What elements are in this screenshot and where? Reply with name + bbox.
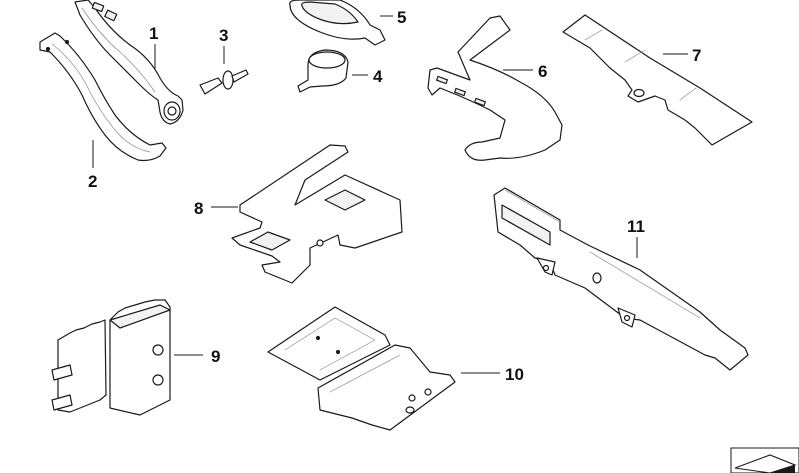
callout-5[interactable]: 5 [397,8,406,27]
callout-7[interactable]: 7 [692,46,701,65]
callout-4[interactable]: 4 [373,67,383,86]
part-8-mounting-plate[interactable] [231,144,403,284]
part-6-cable-bracket[interactable] [427,15,563,161]
callout-8[interactable]: 8 [194,199,203,218]
part-1-holder-upper[interactable] [74,0,184,125]
part-7-cover-plate[interactable] [562,14,753,146]
part-3-expanding-rivet[interactable] [199,69,249,95]
callout-3[interactable]: 3 [219,26,228,45]
part-4-cable-clip[interactable] [297,49,349,93]
callout-11[interactable]: 11 [627,217,645,236]
callout-2[interactable]: 2 [88,172,97,191]
part-10-cable-holder-box[interactable] [267,306,456,431]
part-11-cable-duct-rail[interactable] [493,187,749,371]
part-9-cable-clamp-block[interactable] [51,299,171,416]
next-page-arrow-icon[interactable] [730,447,799,473]
callout-10[interactable]: 10 [505,365,524,384]
callout-6[interactable]: 6 [538,62,547,81]
leader-lines [92,15,688,374]
callout-1[interactable]: 1 [149,24,158,43]
callout-labels: 1 2 3 4 5 6 7 8 9 10 11 [88,8,701,384]
part-5-grommet-ring[interactable] [289,0,386,46]
callout-9[interactable]: 9 [211,347,220,366]
part-2-holder-lower[interactable] [39,32,167,162]
